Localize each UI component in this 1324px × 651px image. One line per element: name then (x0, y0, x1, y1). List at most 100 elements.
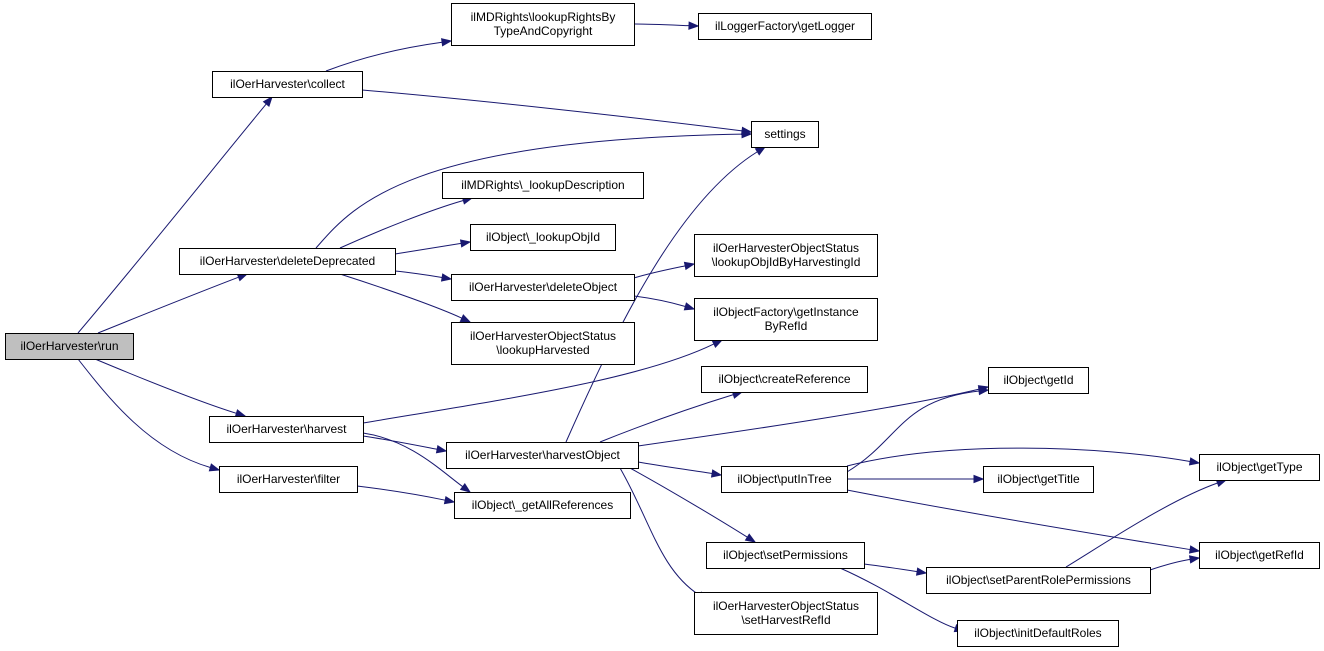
node-getTitle[interactable]: ilObject\getTitle (983, 466, 1094, 493)
node-label: ilObject\getId (1003, 373, 1073, 387)
node-lookupDescription[interactable]: ilMDRights\_lookupDescription (442, 172, 644, 199)
node-harvest[interactable]: ilOerHarvester\harvest (209, 416, 364, 443)
call-edge-run-to-collect (77, 95, 273, 334)
node-box (5, 333, 134, 360)
node-box (983, 466, 1094, 493)
node-label: ilObject\initDefaultRoles (974, 626, 1101, 640)
node-box (694, 234, 878, 277)
call-edge-harvestObject-to-setHarvestRefId (619, 467, 709, 601)
node-label: ilOerHarvesterObjectStatus (713, 599, 859, 613)
call-edge-putInTree-to-getTitle (846, 474, 985, 484)
call-edge-putInTree-to-getId (846, 386, 990, 473)
node-lookupObjId[interactable]: ilObject\_lookupObjId (470, 224, 616, 251)
node-label: ByRefId (765, 319, 808, 333)
node-label: ilMDRights\_lookupDescription (461, 178, 624, 192)
node-label: ilOerHarvester\harvest (226, 422, 347, 436)
node-box (926, 567, 1151, 594)
call-edge-harvest-to-harvestObject (362, 435, 448, 454)
node-filter[interactable]: ilOerHarvester\filter (219, 466, 358, 493)
node-getAllReferences[interactable]: ilObject\_getAllReferences (454, 492, 631, 519)
node-box (451, 274, 635, 301)
node-box (451, 322, 635, 365)
call-edge-collect-to-settings (361, 89, 753, 136)
node-box (701, 366, 868, 393)
node-initDefaultRoles[interactable]: ilObject\initDefaultRoles (957, 620, 1119, 647)
node-box (1199, 454, 1320, 481)
call-edge-collect-to-lookupRights (325, 38, 453, 72)
node-label: TypeAndCopyright (494, 24, 593, 38)
node-getRefId[interactable]: ilObject\getRefId (1199, 542, 1320, 569)
node-label: \lookupHarvested (496, 343, 589, 357)
node-box (957, 620, 1119, 647)
call-edge-deleteDeprecated-to-deleteObject (394, 270, 453, 282)
node-box (219, 466, 358, 493)
node-run[interactable]: ilOerHarvester\run (5, 333, 134, 360)
node-lookupRights[interactable]: ilMDRights\lookupRightsByTypeAndCopyrigh… (451, 3, 635, 46)
node-box (694, 298, 878, 341)
node-setParentRolePermissions[interactable]: ilObject\setParentRolePermissions (926, 567, 1151, 594)
node-box (454, 492, 631, 519)
node-box (706, 542, 865, 569)
node-lookupHarvested[interactable]: ilOerHarvesterObjectStatus\lookupHarvest… (451, 322, 635, 365)
node-box (451, 3, 635, 46)
call-edge-deleteDeprecated-to-lookupHarvested (339, 273, 472, 323)
node-label: \lookupObjIdByHarvestingId (712, 255, 861, 269)
node-deleteDeprecated[interactable]: ilOerHarvester\deleteDeprecated (179, 248, 396, 275)
call-edge-deleteDeprecated-to-lookupObjId (394, 239, 472, 255)
node-label: settings (764, 127, 805, 141)
node-getLogger[interactable]: ilLoggerFactory\getLogger (698, 13, 872, 40)
node-label: ilObject\_lookupObjId (486, 230, 600, 244)
node-label: ilObject\getRefId (1215, 548, 1304, 562)
node-label: ilOerHarvesterObjectStatus (713, 241, 859, 255)
node-deleteObject[interactable]: ilOerHarvester\deleteObject (451, 274, 635, 301)
node-box (442, 172, 644, 199)
call-edge-lookupRights-to-getLogger (633, 21, 700, 30)
node-label: ilMDRights\lookupRightsBy (471, 10, 616, 24)
call-edge-run-to-filter (77, 358, 221, 472)
node-label: ilObject\createReference (718, 372, 850, 386)
node-settings[interactable]: settings (751, 121, 819, 148)
node-putInTree[interactable]: ilObject\putInTree (721, 466, 848, 493)
node-label: ilOerHarvester\deleteDeprecated (200, 254, 375, 268)
node-box (212, 71, 363, 98)
node-box (698, 13, 872, 40)
call-edge-deleteObject-to-lookupObjIdByHarvestingId (633, 261, 696, 279)
call-edge-deleteObject-to-getInstanceByRefId (633, 295, 696, 311)
node-harvestObject[interactable]: ilOerHarvester\harvestObject (446, 442, 639, 469)
node-label: ilObjectFactory\getInstance (713, 305, 859, 319)
node-setHarvestRefId[interactable]: ilOerHarvesterObjectStatus\setHarvestRef… (694, 592, 878, 635)
node-label: ilOerHarvester\deleteObject (469, 280, 618, 294)
call-edge-putInTree-to-getRefId (846, 489, 1201, 554)
call-graph-edges (77, 21, 1228, 633)
call-edge-putInTree-to-getType (846, 447, 1201, 467)
call-edge-harvest-to-getAllReferences (362, 432, 472, 493)
node-label: ilOerHarvester\run (20, 339, 118, 353)
call-edge-harvestObject-to-setPermissions (629, 467, 757, 543)
call-edge-run-to-harvest (94, 358, 247, 418)
node-label: ilOerHarvester\harvestObject (465, 448, 620, 462)
node-box (209, 416, 364, 443)
node-box (694, 592, 878, 635)
node-label: ilOerHarvesterObjectStatus (470, 329, 616, 343)
node-box (751, 121, 819, 148)
call-edge-deleteDeprecated-to-lookupDescription (339, 196, 474, 249)
node-createReference[interactable]: ilObject\createReference (701, 366, 868, 393)
node-box (1199, 542, 1320, 569)
call-edge-filter-to-getAllReferences (356, 485, 456, 505)
node-box (470, 224, 616, 251)
node-getType[interactable]: ilObject\getType (1199, 454, 1320, 481)
node-label: ilLoggerFactory\getLogger (715, 19, 855, 33)
node-lookupObjIdByHarvestingId[interactable]: ilOerHarvesterObjectStatus\lookupObjIdBy… (694, 234, 878, 277)
node-label: ilObject\getType (1216, 460, 1302, 474)
node-label: ilObject\_getAllReferences (472, 498, 613, 512)
node-label: ilObject\getTitle (997, 472, 1080, 486)
node-setPermissions[interactable]: ilObject\setPermissions (706, 542, 865, 569)
call-edge-setPermissions-to-setParentRolePermissions (863, 563, 928, 576)
node-getId[interactable]: ilObject\getId (988, 367, 1089, 394)
node-collect[interactable]: ilOerHarvester\collect (212, 71, 363, 98)
node-label: \setHarvestRefId (741, 613, 830, 627)
node-label: ilObject\setParentRolePermissions (946, 573, 1131, 587)
node-box (988, 367, 1089, 394)
call-edge-setParentRolePermissions-to-getRefId (1149, 555, 1201, 571)
